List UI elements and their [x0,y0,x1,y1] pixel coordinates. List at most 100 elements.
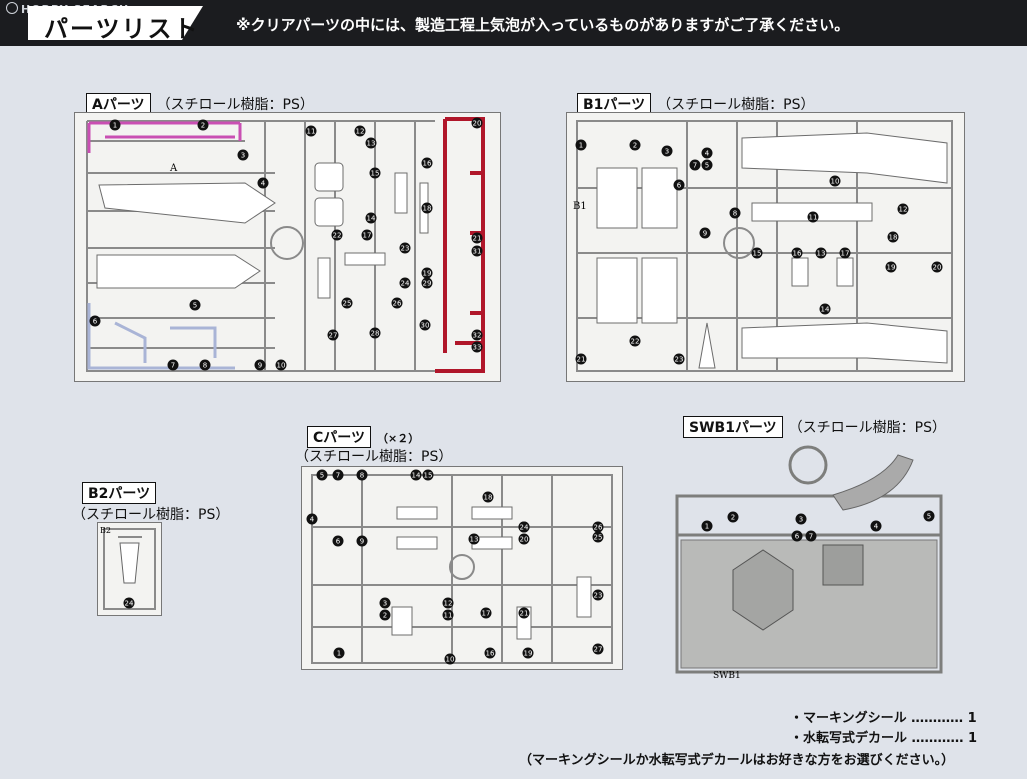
swb1-parts-tag: SWB1パーツ [683,416,783,438]
a-part-number-marker [471,117,483,129]
c-part-number-marker [333,647,345,659]
c-part-number-marker [592,589,604,601]
b1-part-number-marker [689,159,701,171]
b1-part-number: 3 [665,148,669,156]
c-part-number: 1 [337,650,341,658]
b1-part-number-marker [807,211,819,223]
b1-part-number-marker [819,303,831,315]
a-part-number: 31 [473,248,482,256]
c-part-number-marker [410,469,422,481]
sprue-a-letter: A [169,163,178,174]
a-part-number: 9 [258,362,262,370]
c-part-number-marker [518,533,530,545]
b1-part-number: 1 [579,142,583,150]
b1-part-number-marker [815,247,827,259]
c-part-number: 24 [520,524,529,532]
swb1-part-number: 4 [874,523,879,531]
a-part-number: 6 [93,318,98,326]
a-parts-tag: Aパーツ [86,93,151,115]
swb1-part-number-marker [727,511,739,523]
c-part-number: 7 [336,472,340,480]
footer-item-decal: ・水転写式デカール ………… 1 [790,731,978,746]
b1-parts-material: （スチロール樹脂：PS） [657,97,815,113]
a-part-number: 11 [307,128,316,136]
c-part-number-marker [518,607,530,619]
a-part-number-marker [331,229,343,241]
a-part-number: 27 [329,332,338,340]
b1-part-number-marker [701,159,713,171]
c-part-number-marker [332,469,344,481]
a-part-number: 33 [473,344,482,352]
b1-part-number-marker [673,179,685,191]
b1-part-number: 22 [631,338,640,346]
b1-part-number: 13 [817,250,826,258]
sprue-swb1-letter: SWB1 [713,671,741,681]
b1-part-number-marker [839,247,851,259]
c-part-numbers: 1234567891011121314151617181920212223242… [306,469,604,665]
header-title-plate [28,6,203,40]
c-part-number: 11 [444,612,453,620]
b1-part-number: 11 [809,214,818,222]
b1-part-number-marker [791,247,803,259]
c-parts-tag: Cパーツ [307,426,371,448]
a-part-number: 19 [423,270,432,278]
c-parts-material: （スチロール樹脂：PS） [295,449,453,465]
b1-part-number-marker [829,175,841,187]
a-part-number: 28 [371,330,380,338]
b1-part-number-marker [729,207,741,219]
c-part-number-marker [482,491,494,503]
a-part-number: 29 [423,280,432,288]
b1-part-number-marker [673,353,685,365]
c-part-number: 12 [444,600,453,608]
c-part-number: 27 [594,646,603,654]
c-part-number: 5 [320,472,324,480]
a-part-number-marker [341,297,353,309]
c-part-number: 4 [310,516,315,524]
a-part-number-marker [365,137,377,149]
a-part-number-marker [391,297,403,309]
c-part-number-marker [480,607,492,619]
c-part-number-marker [444,653,456,665]
sprue-b2: B2 24 [97,522,162,616]
b1-part-number-marker [629,335,641,347]
swb1-part-number: 7 [809,533,813,541]
a-part-number: 4 [261,180,266,188]
c-part-number: 6 [336,538,341,546]
a-part-number-marker [399,242,411,254]
a-part-number-marker [109,119,121,131]
c-part-number-marker [332,535,344,547]
a-part-number: 13 [367,140,376,148]
c-part-number-marker [316,469,328,481]
a-part-number-marker [471,245,483,257]
b2-parts-tag: B2パーツ [82,482,157,504]
a-parts-material: （スチロール樹脂：PS） [156,97,314,113]
c-part-number-marker [379,609,391,621]
a-part-number-marker [167,359,179,371]
b1-part-number: 7 [693,162,697,170]
a-part-number: 2 [201,122,205,130]
a-part-number-marker [89,315,101,327]
b1-part-number: 6 [677,182,682,190]
b1-part-number: 15 [753,250,762,258]
footer-item-marking-seal: ・マーキングシール ………… 1 [790,711,977,726]
a-part-number-marker [421,202,433,214]
c-part-number-marker [356,535,368,547]
swb1-parts-material: （スチロール樹脂：PS） [788,420,947,436]
a-part-number: 21 [473,235,482,243]
swb1-part-number: 1 [705,523,709,531]
b1-part-number: 18 [889,234,898,242]
swb1-part-number-marker [701,520,713,532]
a-part-number: 30 [421,322,430,330]
a-part-number: 10 [277,362,286,370]
a-part-number: 16 [423,160,432,168]
a-part-number: 32 [473,332,482,340]
b1-part-number-marker [885,261,897,273]
c-part-number-marker [442,597,454,609]
swb1-part-number-marker [870,520,882,532]
b1-part-number-marker [701,147,713,159]
b2-part-number-marker [123,597,135,609]
